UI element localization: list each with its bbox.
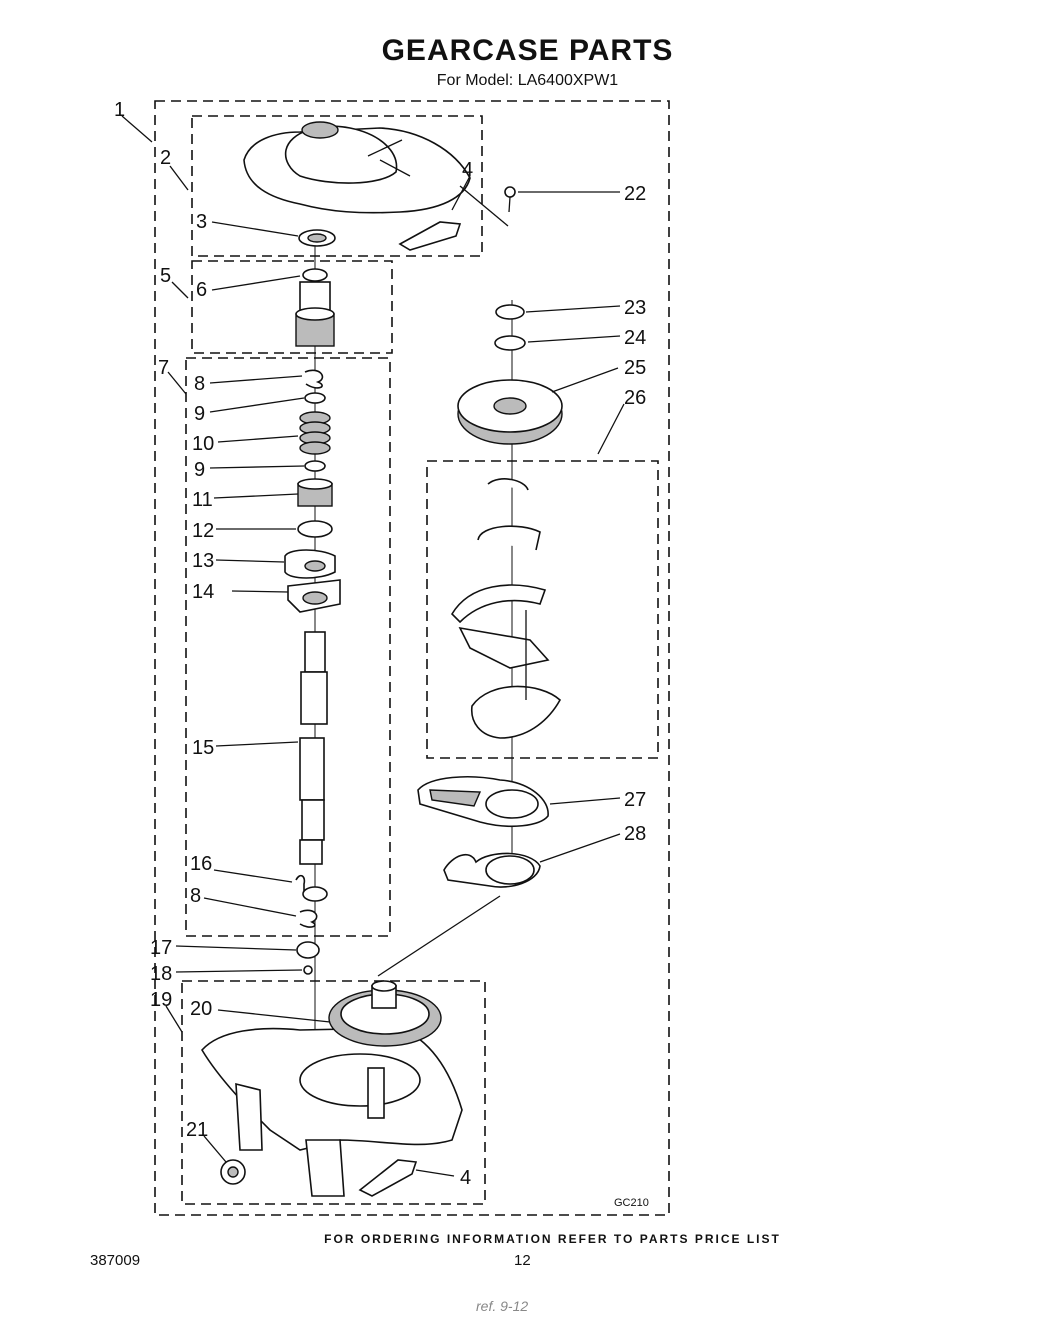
clip-part-16 [295, 874, 306, 892]
callout-19: 19 [150, 989, 172, 1011]
callout-16: 16 [190, 853, 212, 875]
callout-23: 23 [624, 297, 646, 319]
model-subtitle: For Model: LA6400XPW1 [436, 72, 619, 89]
shaft-part-15 [299, 631, 328, 865]
document-number: 387009 [90, 1252, 141, 1269]
washer-part-9-upper [304, 392, 326, 404]
washer-part-16 [302, 886, 328, 902]
figure-code: GC210 [614, 1197, 649, 1209]
gearcase-cover-part [243, 121, 471, 214]
gearcase-part-19 [201, 1027, 463, 1197]
washer-part-24 [494, 335, 526, 351]
gearcase-group-box [181, 980, 486, 1205]
callout-7: 7 [158, 357, 169, 379]
callout-21: 21 [186, 1119, 208, 1141]
shift-group-box [426, 460, 659, 759]
cam-plate-part-27 [417, 776, 549, 828]
retaining-ring-part-8-lower [299, 909, 318, 928]
cover-group-box [191, 115, 483, 257]
washer-part-12 [297, 520, 333, 538]
pinion-group-box [191, 260, 393, 354]
seal-part-3-inner [307, 233, 327, 243]
page-title: GEARCASE PARTS [381, 34, 674, 67]
callout-10: 10 [192, 433, 214, 455]
spring-part-10 [299, 411, 331, 455]
handwritten-scrawl: ref. 9-12 [476, 1298, 529, 1314]
screw-part-22 [504, 186, 516, 213]
callout-24: 24 [624, 327, 646, 349]
shift-fork-part-14 [287, 579, 341, 613]
leader-lines [121, 115, 625, 1177]
callout-5: 5 [160, 265, 171, 287]
callout-8-upper: 8 [194, 373, 205, 395]
callout-14: 14 [192, 581, 214, 603]
gear-part-25 [457, 379, 563, 445]
callout-11: 11 [192, 489, 213, 511]
retaining-ring-part-8 [304, 369, 324, 389]
lubricant-tube-part-4-lower [358, 1159, 418, 1197]
callout-3: 3 [196, 211, 207, 233]
shift-lever-part-28 [443, 852, 541, 888]
washer-part-9-lower [304, 460, 326, 472]
page-number: 12 [514, 1252, 531, 1269]
lubricant-tube-part-4 [398, 221, 462, 251]
callout-28: 28 [624, 823, 646, 845]
shift-assembly-part-26 [450, 478, 562, 739]
ball-part-18 [303, 965, 313, 975]
connector-line-28-20 [377, 895, 501, 977]
callout-17: 17 [150, 937, 172, 959]
gear-part-20 [328, 980, 442, 1047]
callout-20: 20 [190, 998, 212, 1020]
callout-27: 27 [624, 789, 646, 811]
callout-26: 26 [624, 387, 646, 409]
callout-25: 25 [624, 357, 646, 379]
callout-2: 2 [160, 147, 171, 169]
callout-18: 18 [150, 963, 172, 985]
callout-4-upper: 4 [462, 159, 473, 181]
callout-9-lower: 9 [194, 459, 205, 481]
callout-9-upper: 9 [194, 403, 205, 425]
callout-12: 12 [192, 520, 214, 542]
callout-4-lower: 4 [460, 1167, 471, 1189]
callout-8-lower: 8 [190, 885, 201, 907]
callout-22: 22 [624, 183, 646, 205]
ordering-footer: FOR ORDERING INFORMATION REFER TO PARTS … [324, 1232, 781, 1246]
seal-part-17 [296, 941, 320, 959]
callout-15: 15 [192, 737, 214, 759]
clutch-group-box [185, 357, 391, 937]
clutch-part-13 [284, 549, 336, 579]
assembly-outline-1 [154, 100, 670, 1216]
ring-part-23 [495, 304, 525, 320]
callout-6: 6 [196, 279, 207, 301]
bearing-part-21 [220, 1159, 246, 1185]
callout-13: 13 [192, 550, 214, 572]
callout-1: 1 [114, 99, 125, 121]
bearing-part-11 [297, 478, 333, 507]
pinion-part-6 [295, 268, 335, 347]
connector-line-2-22 [459, 185, 509, 227]
